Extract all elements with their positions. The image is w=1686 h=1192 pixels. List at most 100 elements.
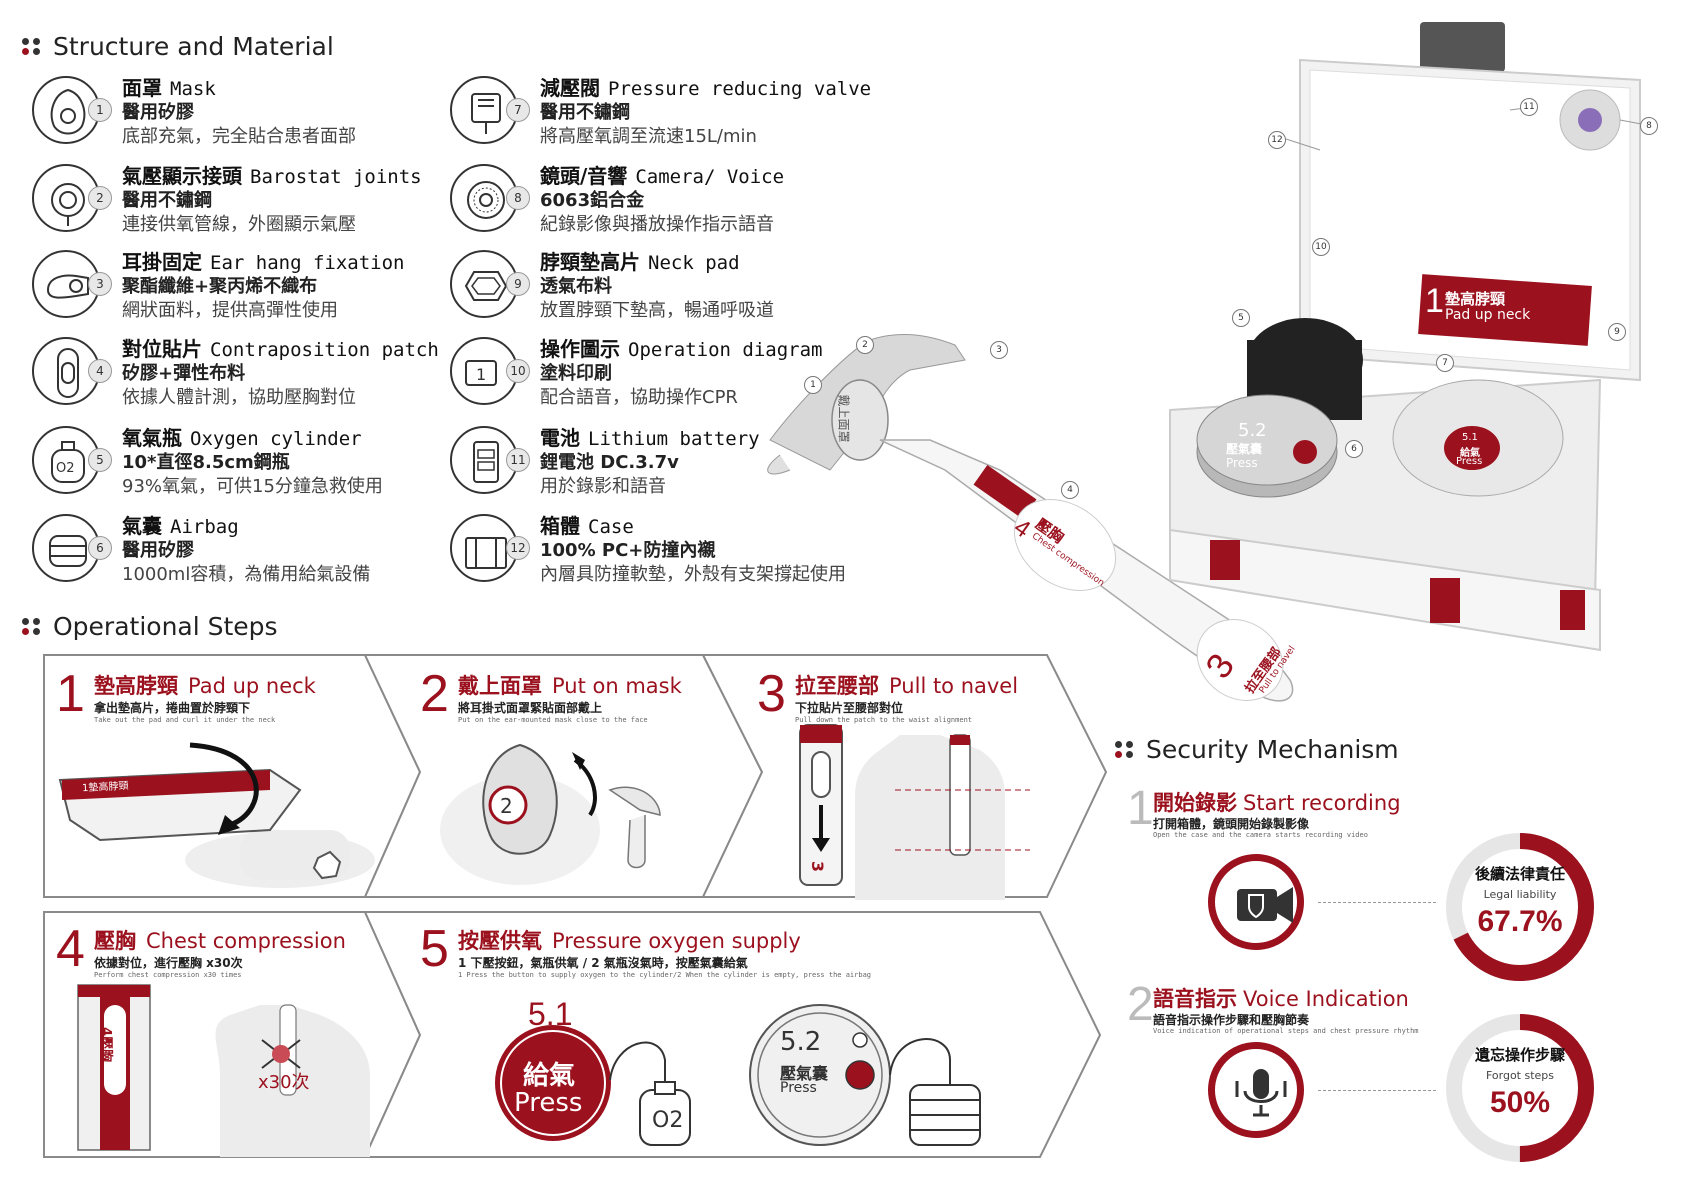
callout-8: 8: [1640, 117, 1658, 135]
patch-icon: [57, 348, 79, 398]
structure-item-desc: 用於錄影和語音: [540, 476, 666, 497]
case-button-cn[interactable]: 給氣: [1460, 448, 1480, 459]
oxygen-cylinder-icon: O2: [51, 441, 85, 483]
step-number: 3: [757, 665, 786, 723]
structure-item-en: Pressure reducing valve: [608, 78, 872, 100]
callout-2: 2: [856, 336, 874, 354]
donut-label: 遺忘操作步驟 Forgot steps 50%: [1450, 1044, 1590, 1120]
structure-item-en: Contraposition patch: [210, 339, 439, 361]
step-title-en: Pad up neck: [188, 674, 316, 698]
structure-item-material: 醫用不鏽鋼: [540, 102, 630, 123]
structure-item-en: Operation diagram: [628, 339, 823, 361]
security-connector: [1318, 902, 1436, 903]
diagram-icon: 1: [465, 360, 497, 386]
case-pad-label-cn: 墊高脖頸: [1445, 290, 1506, 308]
step3-illustration: [799, 724, 1030, 900]
svg-text:1: 1: [476, 365, 486, 384]
case-pad-label-en: Pad up neck: [1445, 307, 1531, 323]
step-number: 4: [56, 920, 85, 978]
speaker-icon: [467, 181, 505, 219]
structure-item-number: 1: [88, 98, 112, 122]
structure-item-cn: 對位貼片: [122, 337, 202, 361]
donut-label-en: Forgot steps: [1485, 1069, 1555, 1082]
security-title-text: Security Mechanism: [1146, 735, 1399, 764]
step5-button2-number: 5.2: [780, 1027, 822, 1057]
svg-text:O2: O2: [56, 461, 75, 476]
case-airbag-cn: 壓氣囊: [1226, 442, 1263, 456]
step-subtitle: 拿出墊高片，捲曲置於脖頸下: [94, 701, 251, 715]
step-subtitle: 將耳掛式面罩緊貼面部戴上: [458, 701, 603, 715]
structure-item-material: 透氣布料: [540, 276, 612, 297]
structure-item-title: 對位貼片 Contraposition patch: [122, 333, 439, 362]
strap-assembly: [767, 334, 1294, 702]
callout-3: 3: [990, 341, 1008, 359]
security-subtitle-en: Open the case and the camera starts reco…: [1153, 831, 1368, 839]
step5-button1-en[interactable]: Press: [514, 1088, 583, 1118]
structure-item-number: 7: [506, 98, 530, 122]
donut-chart: [1446, 1014, 1594, 1162]
step-title-cn: 按壓供氧: [458, 929, 542, 953]
step5-illustration: [495, 1004, 981, 1146]
structure-item-material: 矽膠+彈性布料: [122, 363, 246, 384]
security-subtitle: 打開箱體，鏡頭開始錄製影像: [1153, 817, 1310, 831]
first-aid-case: [1169, 22, 1641, 652]
step5-button2-cn: 壓氣囊: [780, 1064, 829, 1083]
structure-item-cn: 耳掛固定: [122, 250, 202, 274]
case-icon: [465, 537, 507, 569]
donut-label-cn: 後續法律責任: [1474, 865, 1565, 883]
structure-item-number: 10: [506, 359, 530, 383]
case-airbag-en: Press: [1226, 456, 1258, 470]
callout-10: 10: [1312, 238, 1330, 256]
step-title-cn: 壓胸: [94, 929, 136, 953]
structure-item-desc: 1000ml容積，為備用給氣設備: [122, 564, 371, 585]
case-pad-label-number: 1: [1425, 282, 1444, 320]
step5-button1-number: 5.1: [528, 996, 573, 1032]
step-title: 按壓供氧 Pressure oxygen supply: [458, 925, 801, 955]
structure-item-desc: 依據人體計測，協助壓胸對位: [122, 387, 356, 408]
structure-item-material: 醫用矽膠: [122, 102, 194, 123]
case-button-en[interactable]: Press: [1456, 456, 1483, 467]
step5-button1-cn[interactable]: 給氣: [523, 1061, 576, 1091]
callout-1: 1: [804, 376, 822, 394]
step-number: 5: [420, 920, 449, 978]
bullet-dots-icon: [22, 38, 41, 55]
donut-label-cn: 遺忘操作步驟: [1474, 1046, 1565, 1064]
callout-6: 6: [1345, 440, 1363, 458]
step-title-en: Put on mask: [552, 674, 682, 698]
step-subtitle: 1 下壓按鈕，氣瓶供氧 / 2 氣瓶沒氣時，按壓氣囊給氣: [458, 956, 748, 970]
step-subtitle-en: Perform chest compression x30 times: [94, 971, 242, 979]
case-button-number: 5.1: [1462, 432, 1478, 443]
structure-item-cn: 鏡頭/音響: [540, 164, 628, 188]
structure-item-material: 醫用不鏽鋼: [122, 190, 212, 211]
step-title-en: Pressure oxygen supply: [552, 929, 801, 953]
donut-percent: 50%: [1489, 1086, 1551, 1119]
step5-button2-en: Press: [780, 1080, 817, 1096]
structure-item-material: 醫用矽膠: [122, 540, 194, 561]
structure-item-en: Oxygen cylinder: [190, 428, 362, 450]
steps-section-title: Operational Steps: [22, 612, 278, 641]
structure-item-en: Camera/ Voice: [635, 166, 785, 188]
donut-label-en: Legal liability: [1483, 888, 1557, 901]
structure-item-material: 聚酯纖維+聚丙烯不織布: [122, 276, 318, 297]
security-section-title: Security Mechanism: [1115, 735, 1399, 764]
structure-item-number: 9: [506, 272, 530, 296]
security-number: 2: [1127, 978, 1154, 1031]
step-subtitle-en: Pull down the patch to the waist alignme…: [795, 716, 973, 724]
structure-item-desc: 放置脖頸下墊高，暢通呼吸道: [540, 300, 774, 321]
step-title-cn: 拉至腰部: [795, 674, 879, 698]
strap-mask-label: 戴上面罩: [836, 394, 851, 443]
